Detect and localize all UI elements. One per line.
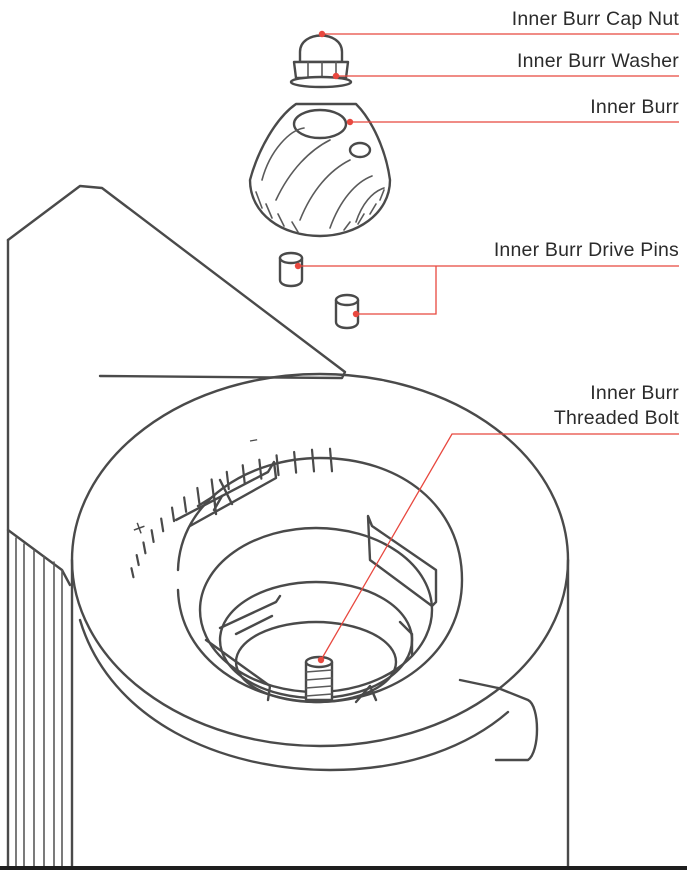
burr-helix — [261, 127, 385, 229]
chamber-tab-left — [174, 460, 278, 528]
scale-tick — [293, 450, 298, 474]
inner-ramp — [204, 638, 272, 702]
leader-drive-pins — [298, 265, 679, 315]
leader-lines — [294, 30, 679, 664]
top-panel — [6, 184, 347, 380]
scale-tick — [328, 447, 334, 473]
scale-tick — [142, 541, 147, 555]
chamber-wedge — [366, 514, 438, 608]
leader-threaded-bolt — [320, 433, 679, 661]
spout — [494, 686, 539, 762]
spout-edge — [458, 678, 500, 690]
cap-nut — [292, 34, 350, 80]
inner-clip — [354, 684, 378, 704]
scale-tick — [150, 529, 155, 544]
inner-tab — [218, 594, 282, 636]
scale-tick — [135, 554, 140, 567]
drive-pin-2 — [334, 293, 360, 330]
burr-boss — [348, 141, 372, 159]
grind-scale — [130, 447, 334, 579]
burr-chamber — [174, 456, 464, 704]
drive-pin-1 — [278, 251, 304, 288]
scale-tick — [210, 478, 215, 497]
side-vents — [15, 537, 63, 869]
inner-notch — [398, 620, 414, 658]
scale-tick — [130, 567, 135, 579]
scale-tick — [241, 464, 246, 485]
scale-tick — [183, 496, 188, 513]
body-step — [6, 528, 72, 587]
cap-nut-dome — [298, 34, 344, 64]
scale-tick — [225, 470, 230, 491]
dial-plus: + — [129, 516, 150, 541]
label-cap-nut: Inner Burr Cap Nut — [511, 8, 679, 30]
grinder-body — [0, 184, 687, 870]
scale-tick — [160, 517, 165, 533]
label-bolt-line2: Threaded Bolt — [553, 407, 679, 429]
washer — [289, 75, 353, 89]
scale-tick — [310, 448, 316, 473]
burr-body — [248, 102, 392, 238]
label-washer: Inner Burr Washer — [517, 50, 679, 72]
scale-tick — [196, 486, 201, 505]
scale-tick — [170, 506, 176, 523]
label-bolt-line1: Inner Burr — [590, 382, 679, 404]
scale-tick — [275, 454, 280, 477]
label-drive-pins: Inner Burr Drive Pins — [493, 239, 679, 261]
burr-top-hole — [292, 108, 348, 140]
bolt-threads — [305, 669, 333, 697]
scale-tick — [258, 458, 263, 480]
label-inner-burr: Inner Burr — [590, 96, 679, 118]
burr-teeth — [255, 189, 385, 233]
inner-burr — [248, 102, 392, 238]
dial-minus: – — [247, 429, 260, 451]
front-contour — [78, 618, 510, 772]
